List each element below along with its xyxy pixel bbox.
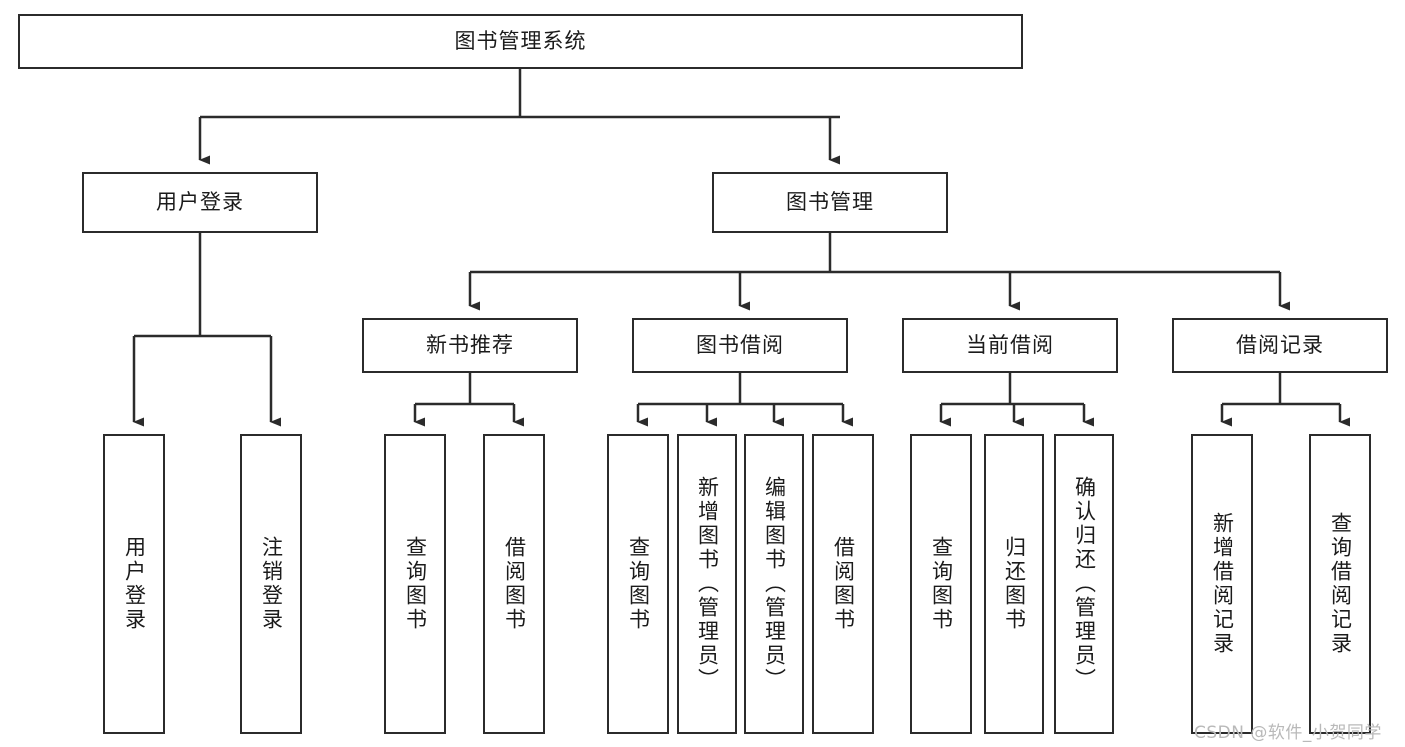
leaf-borrow-book[interactable]: 借阅图书: [812, 434, 874, 734]
node-user-login-label: 用户登录: [156, 190, 244, 215]
node-borrow-record[interactable]: 借阅记录: [1172, 318, 1388, 373]
leaf-logout-label: 注销登录: [259, 536, 284, 632]
leaf-query-book-borrow[interactable]: 查询图书: [607, 434, 669, 734]
leaf-borrow-book-label: 借阅图书: [831, 536, 856, 632]
leaf-query-book-current[interactable]: 查询图书: [910, 434, 972, 734]
leaf-add-borrow-record[interactable]: 新增借阅记录: [1191, 434, 1253, 734]
leaf-borrow-book-recommend[interactable]: 借阅图书: [483, 434, 545, 734]
leaf-add-book-admin-label: 新增图书（管理员）: [695, 476, 720, 692]
node-new-book-recommend[interactable]: 新书推荐: [362, 318, 578, 373]
node-root-label: 图书管理系统: [454, 29, 587, 54]
node-current-borrow[interactable]: 当前借阅: [902, 318, 1118, 373]
leaf-add-book-admin[interactable]: 新增图书（管理员）: [677, 434, 737, 734]
leaf-query-book-current-label: 查询图书: [929, 536, 954, 632]
leaf-query-book-borrow-label: 查询图书: [626, 536, 651, 632]
leaf-query-book-recommend[interactable]: 查询图书: [384, 434, 446, 734]
node-borrow-record-label: 借阅记录: [1236, 333, 1324, 358]
node-current-borrow-label: 当前借阅: [966, 333, 1054, 358]
leaf-confirm-return-admin[interactable]: 确认归还（管理员）: [1054, 434, 1114, 734]
leaf-edit-book-admin-label: 编辑图书（管理员）: [762, 476, 787, 692]
leaf-return-book[interactable]: 归还图书: [984, 434, 1044, 734]
node-new-book-recommend-label: 新书推荐: [426, 333, 514, 358]
leaf-edit-book-admin[interactable]: 编辑图书（管理员）: [744, 434, 804, 734]
node-book-borrow[interactable]: 图书借阅: [632, 318, 848, 373]
node-book-management-label: 图书管理: [786, 190, 874, 215]
leaf-logout[interactable]: 注销登录: [240, 434, 302, 734]
leaf-query-borrow-record[interactable]: 查询借阅记录: [1309, 434, 1371, 734]
leaf-add-borrow-record-label: 新增借阅记录: [1210, 512, 1235, 656]
leaf-confirm-return-admin-label: 确认归还（管理员）: [1072, 476, 1097, 692]
leaf-query-book-recommend-label: 查询图书: [403, 536, 428, 632]
leaf-user-login[interactable]: 用户登录: [103, 434, 165, 734]
leaf-user-login-label: 用户登录: [122, 536, 147, 632]
leaf-borrow-book-recommend-label: 借阅图书: [502, 536, 527, 632]
node-root[interactable]: 图书管理系统: [18, 14, 1023, 69]
node-user-login[interactable]: 用户登录: [82, 172, 318, 233]
node-book-management[interactable]: 图书管理: [712, 172, 948, 233]
leaf-return-book-label: 归还图书: [1002, 536, 1027, 632]
node-book-borrow-label: 图书借阅: [696, 333, 784, 358]
leaf-query-borrow-record-label: 查询借阅记录: [1328, 512, 1353, 656]
